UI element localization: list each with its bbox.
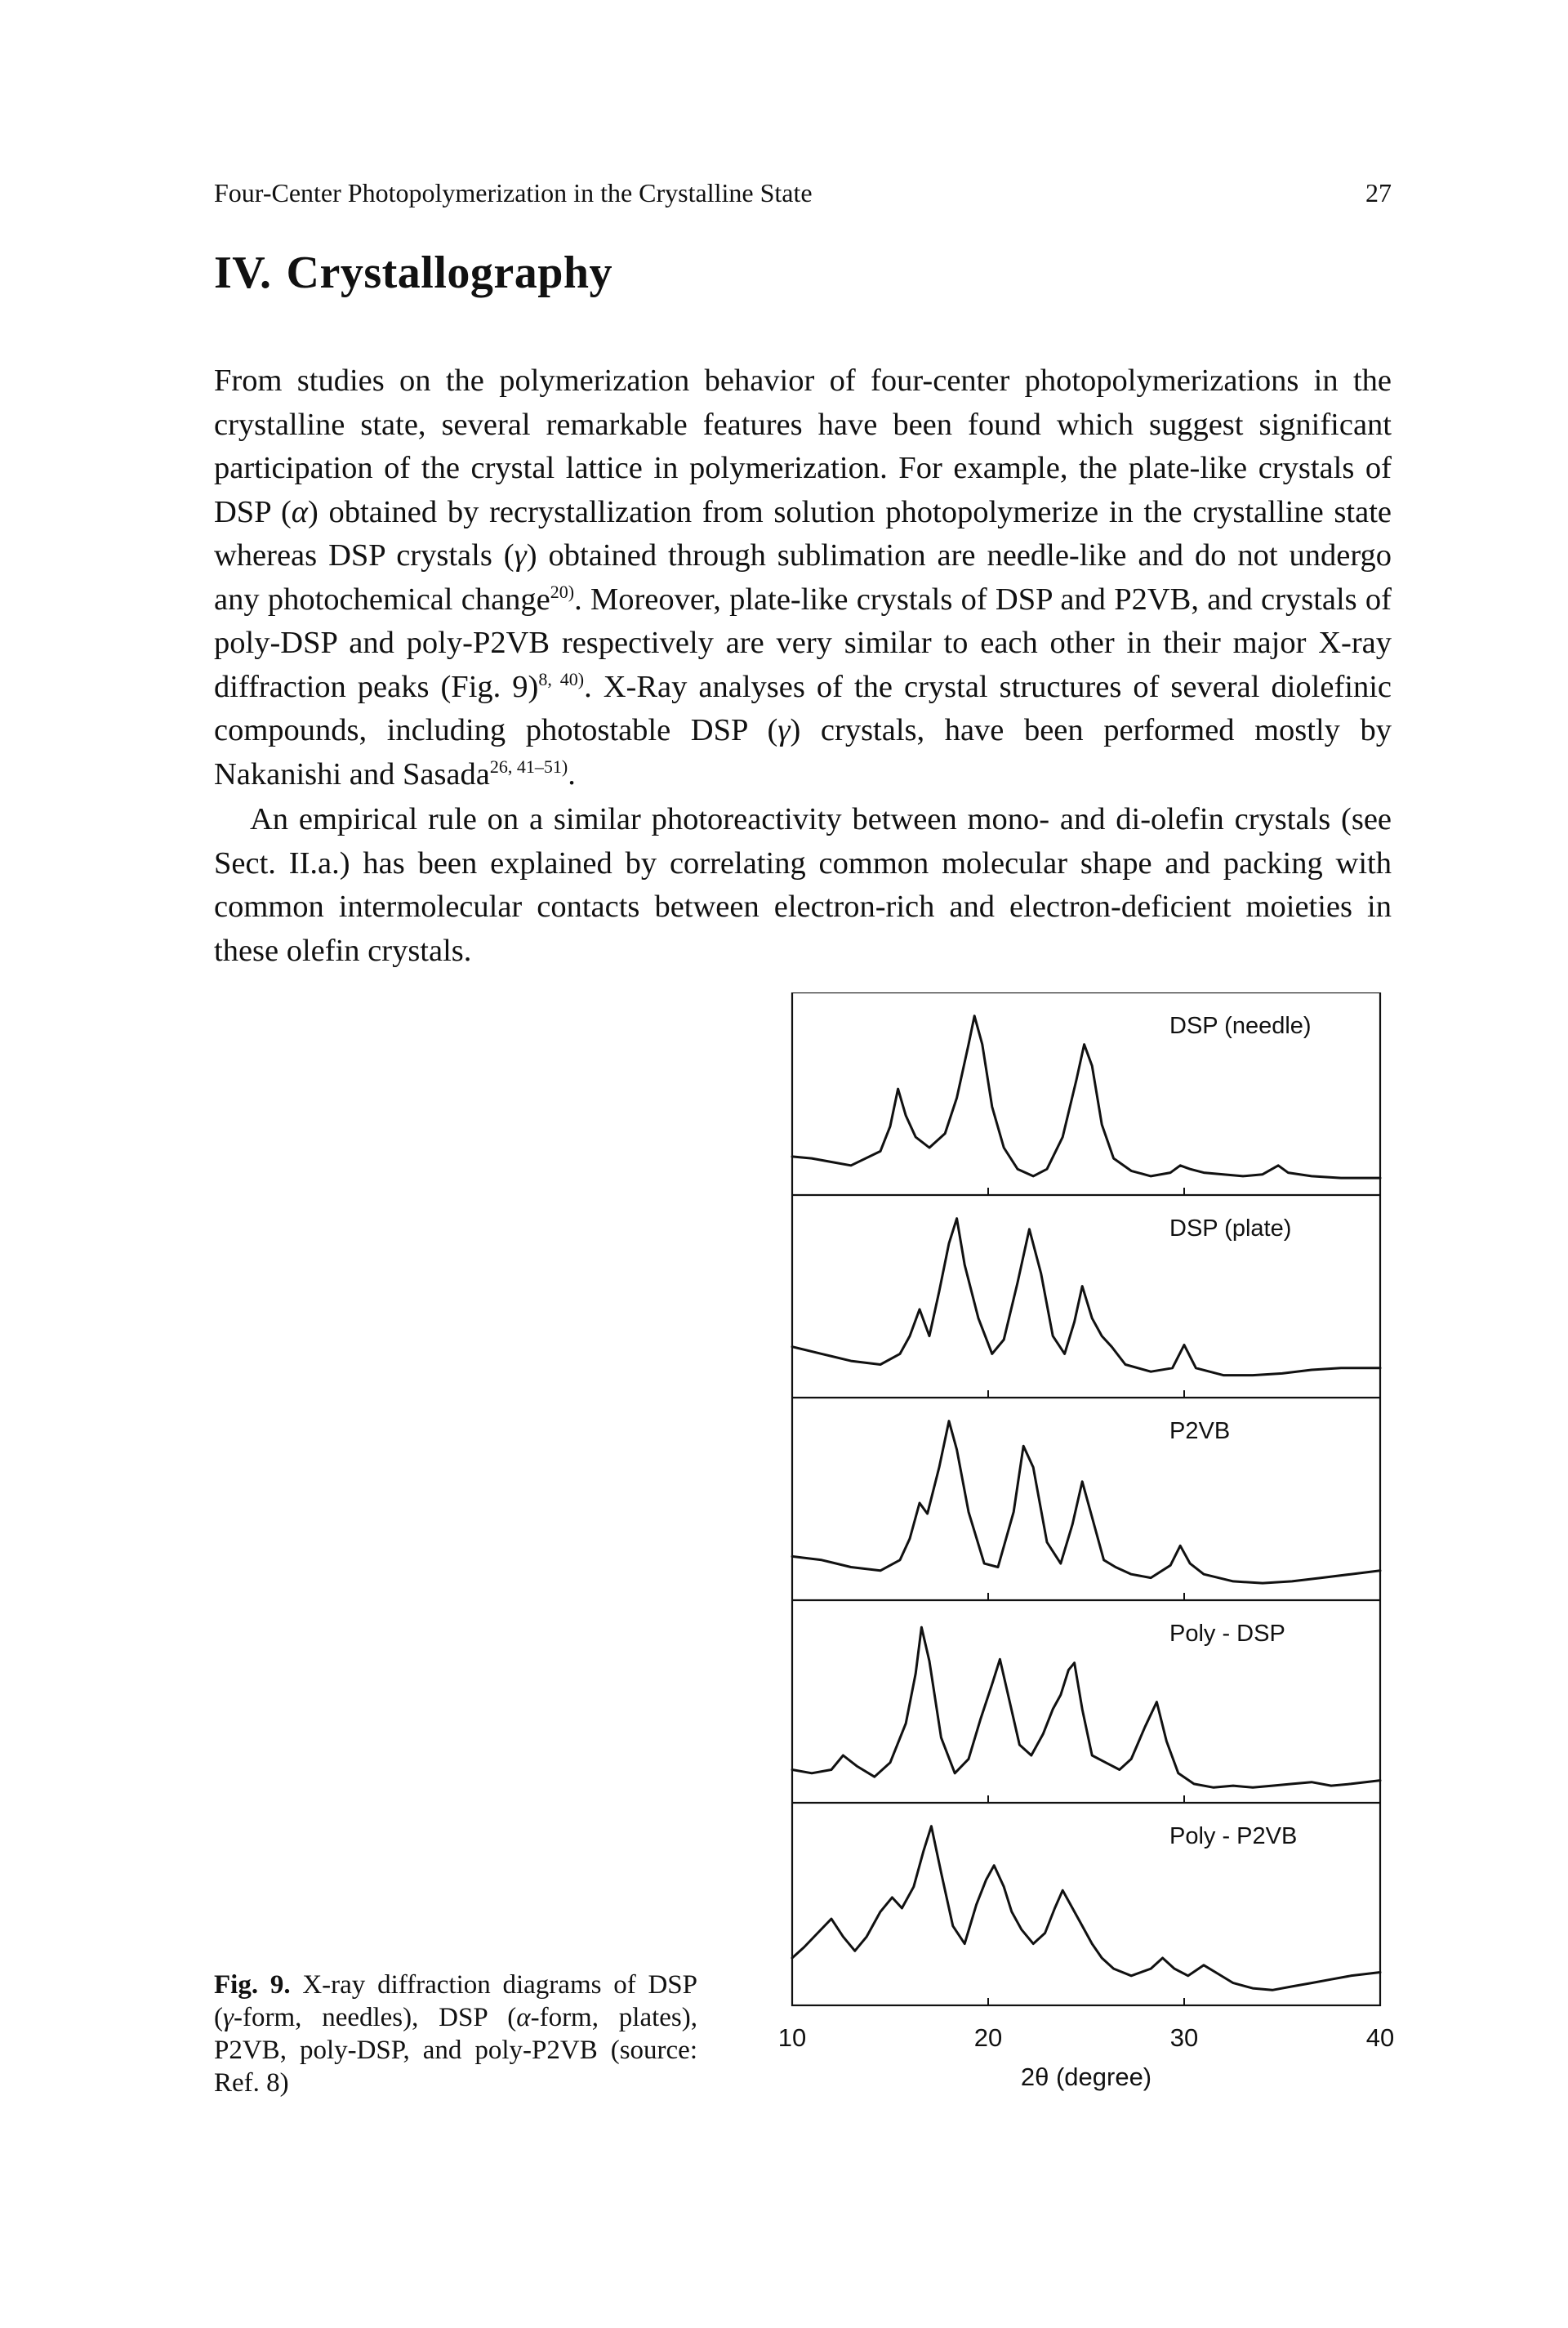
series-label: Poly - P2VB: [1169, 1823, 1297, 1849]
caption-text-a: X-ray diffraction diagrams of DSP (: [214, 1970, 697, 2032]
p1-text-g: .: [568, 756, 576, 792]
x-tick-label: 20: [974, 2023, 1002, 2052]
p1-text-c: ) obtained through sublimation are needl…: [214, 538, 1392, 617]
series-line: [791, 1825, 1382, 1991]
series-line: [791, 1217, 1382, 1377]
xrd-figure: DSP (needle) DSP (plate) P2VB Poly - DSP Pol…: [751, 992, 1405, 2152]
x-tick-label: 30: [1170, 2023, 1198, 2052]
series-line: [791, 1420, 1382, 1585]
x-tick-label: 40: [1366, 2023, 1394, 2052]
p1-text-f: ) crystals, have been performed mostly b…: [214, 713, 1392, 792]
running-header: Four-Center Photopolymerization in the C…: [214, 178, 1392, 219]
p1-text-a: From studies on the polymerization behav…: [214, 363, 1392, 529]
running-title: Four-Center Photopolymerization in the C…: [214, 178, 813, 207]
section-title: Crystallography: [286, 248, 613, 298]
series-line: [791, 1015, 1382, 1180]
x-tick-label: 10: [778, 2023, 806, 2052]
section-heading: IV. Crystallography: [214, 247, 612, 299]
alpha-symbol: α: [291, 494, 308, 529]
p1-text-e: . X-Ray analyses of the crystal structur…: [214, 669, 1392, 748]
paragraph-2: An empirical rule on a similar photoreac…: [214, 802, 1392, 968]
caption-text-b: -form, needles), DSP (: [234, 2003, 517, 2032]
alpha-symbol: α: [516, 2003, 531, 2032]
figure-caption: Fig. 9. X-ray diffraction diagrams of DS…: [214, 1969, 697, 2099]
reference-superscript: 26, 41–51): [489, 756, 568, 777]
series-label: DSP (needle): [1169, 1013, 1312, 1039]
series-line: [791, 1626, 1382, 1789]
series-label: DSP (plate): [1169, 1215, 1291, 1242]
caption-text-c: -form, plates), P2VB, poly-DSP, and poly…: [214, 2003, 697, 2098]
reference-superscript: 20): [550, 581, 575, 602]
section-number: IV.: [214, 248, 272, 298]
p1-text-b: ) obtained by recrystallization from sol…: [214, 494, 1392, 573]
p1-text-d: . Moreover, plate-like crystals of DSP a…: [214, 582, 1392, 704]
xrd-chart: DSP (needle) DSP (plate) P2VB Poly - DSP Pol…: [778, 992, 1394, 2091]
gamma-symbol: γ: [223, 2003, 234, 2032]
figure-label: Fig. 9.: [214, 1970, 291, 2000]
gamma-symbol: γ: [777, 713, 791, 747]
series-label: Poly - DSP: [1169, 1621, 1285, 1647]
page-number: 27: [1365, 178, 1392, 207]
reference-superscript: 8, 40): [538, 668, 585, 689]
x-axis-label: 2θ (degree): [1021, 2063, 1152, 2091]
series-label: P2VB: [1169, 1418, 1230, 1444]
paragraph-1: From studies on the polymerization behav…: [214, 359, 1392, 796]
body-text: From studies on the polymerization behav…: [214, 359, 1392, 973]
gamma-symbol: γ: [514, 538, 527, 573]
plot-frame: [791, 992, 1382, 2007]
